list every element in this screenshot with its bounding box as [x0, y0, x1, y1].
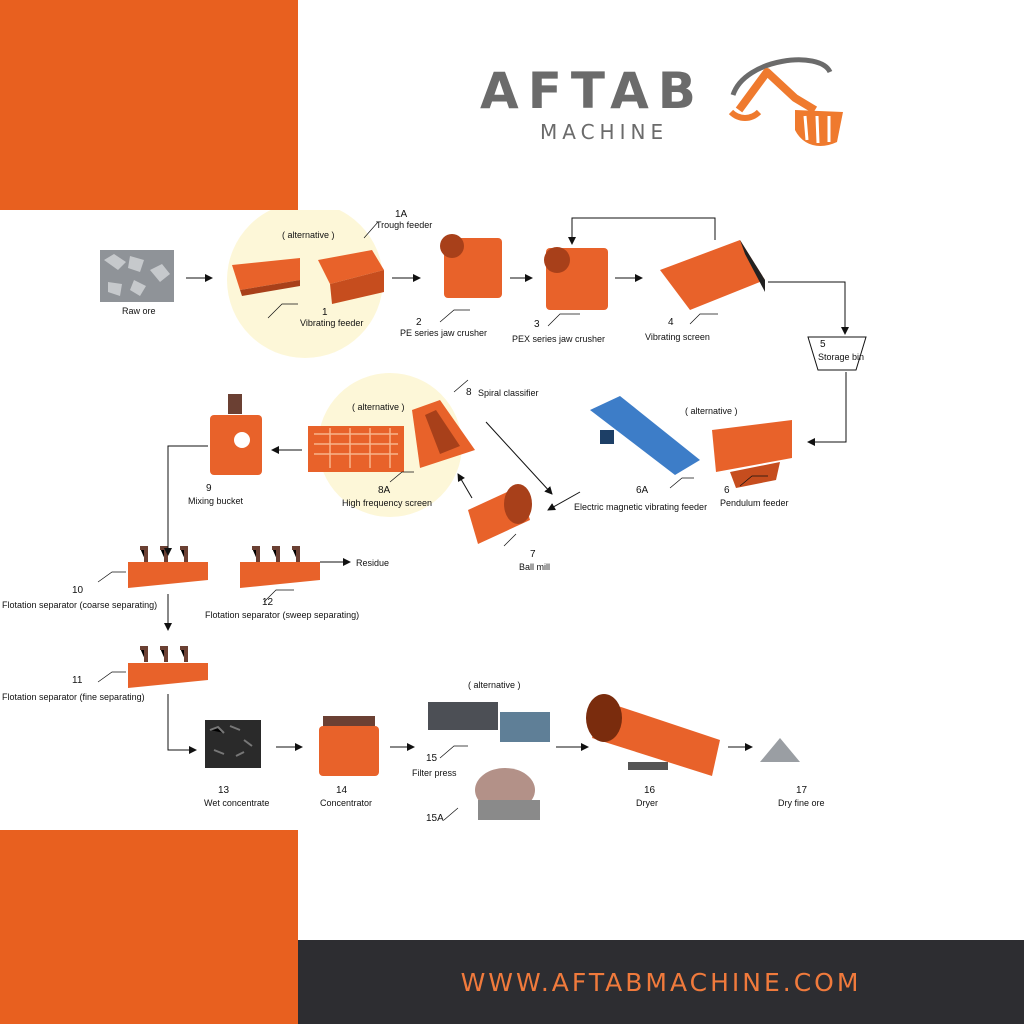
step-8-label: Spiral classifier	[478, 388, 539, 398]
residue-label: Residue	[356, 558, 390, 568]
step-10-label: Flotation separator (coarse separating)	[2, 600, 158, 610]
vibrating-screen-machine	[660, 240, 765, 310]
alternative-label-15: ( alternative )	[468, 680, 521, 690]
flotation-separator-coarse-machine	[128, 562, 208, 588]
high-frequency-screen-machine	[308, 426, 404, 472]
step-13-number: 13	[218, 785, 230, 796]
concentrator-machine	[319, 726, 379, 776]
step-14-label: Concentrator	[320, 798, 373, 808]
step-11-label: Flotation separator (fine separating)	[2, 692, 145, 702]
step-12-label: Flotation separator (sweep separating)	[205, 610, 360, 620]
dryer-machine	[592, 700, 720, 776]
step-1-label: Vibrating feeder	[300, 318, 364, 328]
excavator-logo-icon	[728, 57, 843, 146]
step-8-number: 8	[466, 387, 472, 398]
step-2-label: PE series jaw crusher	[400, 328, 488, 338]
flotation-separator-sweep-machine	[240, 562, 320, 588]
step-3-number: 3	[534, 319, 540, 330]
step-4-number: 4	[668, 317, 674, 328]
step-6a-label: Electric magnetic vibrating feeder	[574, 502, 708, 512]
alternative-label-8: ( alternative )	[352, 402, 405, 412]
step-6-number: 6	[724, 485, 730, 496]
flotation-separator-fine-machine	[128, 663, 208, 688]
alternative-label-1: ( alternative )	[282, 230, 335, 240]
orange-block-bottom	[0, 828, 298, 1024]
alternative-halo-1	[227, 210, 383, 358]
step-16-label: Dryer	[636, 798, 658, 808]
step-7-number: 7	[530, 549, 536, 560]
flowchart-graphics	[97, 210, 867, 821]
step-4-label: Vibrating screen	[645, 332, 710, 342]
brand-name: AFTAB	[480, 62, 705, 120]
step-3-label: PEX series jaw crusher	[512, 334, 606, 344]
step-12-number: 12	[262, 597, 274, 608]
step-14-number: 14	[336, 785, 348, 796]
step-10-number: 10	[72, 585, 84, 596]
dry-fine-ore-pile	[760, 738, 800, 762]
step-17-number: 17	[796, 785, 808, 796]
step-6a-number: 6A	[636, 485, 649, 496]
step-13-label: Wet concentrate	[204, 798, 270, 808]
pendulum-feeder-machine	[712, 420, 792, 472]
step-2-number: 2	[416, 317, 422, 328]
step-1a-number: 1A	[395, 209, 408, 220]
step-8a-number: 8A	[378, 485, 391, 496]
step-16-number: 16	[644, 785, 656, 796]
footer-bar: WWW.AFTABMACHINE.COM	[298, 940, 1024, 1024]
step-15-number: 15	[426, 753, 438, 764]
step-1-number: 1	[322, 307, 328, 318]
step-17-label: Dry fine ore	[778, 798, 825, 808]
step-9-label: Mixing bucket	[188, 496, 244, 506]
storage-bin-shape	[807, 336, 867, 371]
step-1a-label: Trough feeder	[376, 220, 433, 230]
step-8a-label: High frequency screen	[342, 498, 433, 508]
electromagnetic-feeder-machine	[590, 396, 700, 475]
orange-block-top	[0, 0, 298, 210]
website-url[interactable]: WWW.AFTABMACHINE.COM	[460, 968, 862, 997]
process-flowchart: ( alternative ) ( alternative ) ( altern…	[0, 210, 1024, 830]
flow-arrows	[164, 217, 849, 754]
alternative-label-6: ( alternative )	[685, 406, 738, 416]
step-5-number: 5	[820, 339, 826, 350]
step-15-label: Filter press	[412, 768, 457, 778]
step-7-label: Ball mill	[519, 562, 551, 572]
trough-feeder-machine	[318, 250, 384, 284]
step-11-number: 11	[72, 675, 83, 686]
step-15a-number: 15A	[426, 813, 444, 824]
step-9-number: 9	[206, 483, 212, 494]
brand-subtitle: MACHINE	[540, 120, 669, 144]
filter-press-machine	[428, 702, 498, 730]
vibrating-feeder-machine	[232, 258, 300, 290]
raw-ore-label: Raw ore	[122, 306, 156, 316]
step-5-label: Storage bin	[818, 352, 865, 362]
step-6-label: Pendulum feeder	[720, 498, 789, 508]
